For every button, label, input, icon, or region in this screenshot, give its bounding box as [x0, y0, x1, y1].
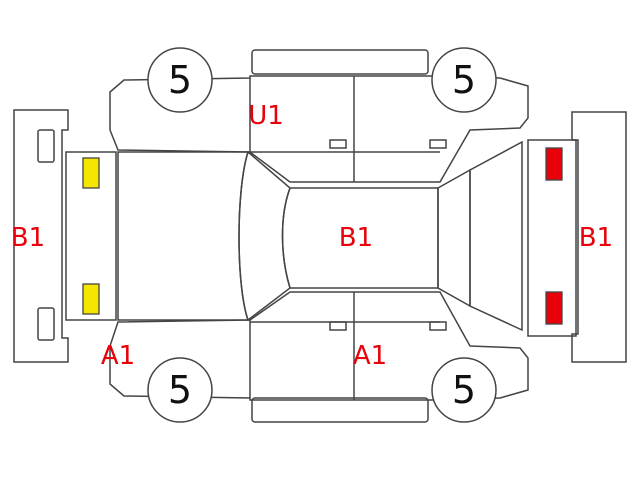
- rocker-panel-bottom[interactable]: [251, 397, 429, 423]
- front-lamp-upper[interactable]: [82, 157, 100, 189]
- front-lamp-lower[interactable]: [82, 283, 100, 315]
- rear-lamp-lower[interactable]: [545, 291, 563, 325]
- wheel-front-right[interactable]: 5: [147, 357, 213, 423]
- front-lamp-panel: [65, 151, 117, 321]
- front-bumper[interactable]: [13, 109, 69, 363]
- wheel-front-left-rating: 5: [168, 58, 192, 102]
- wheel-rear-right[interactable]: 5: [431, 357, 497, 423]
- code-roof: B1: [339, 223, 373, 253]
- code-rear-bumper: B1: [579, 223, 613, 253]
- code-front-fender: A1: [101, 341, 135, 371]
- code-front-bumper: B1: [11, 223, 45, 253]
- roof[interactable]: [281, 187, 439, 289]
- wheel-front-left[interactable]: 5: [147, 47, 213, 113]
- code-right-door: A1: [353, 341, 387, 371]
- wheel-rear-right-rating: 5: [452, 368, 476, 412]
- car-body: [109, 49, 529, 423]
- wheel-rear-left-rating: 5: [452, 58, 476, 102]
- hood[interactable]: [117, 151, 250, 321]
- rear-window[interactable]: [437, 168, 471, 308]
- code-left-side: U1: [248, 101, 284, 131]
- rear-lamp-upper[interactable]: [545, 147, 563, 181]
- side-panel-top[interactable]: [109, 75, 529, 183]
- wheel-front-right-rating: 5: [168, 368, 192, 412]
- rear-lamp-panel: [527, 139, 577, 337]
- trunk[interactable]: [469, 140, 523, 332]
- wheel-rear-left[interactable]: 5: [431, 47, 497, 113]
- side-panel-bottom[interactable]: [109, 291, 529, 401]
- rocker-panel-top[interactable]: [251, 49, 429, 75]
